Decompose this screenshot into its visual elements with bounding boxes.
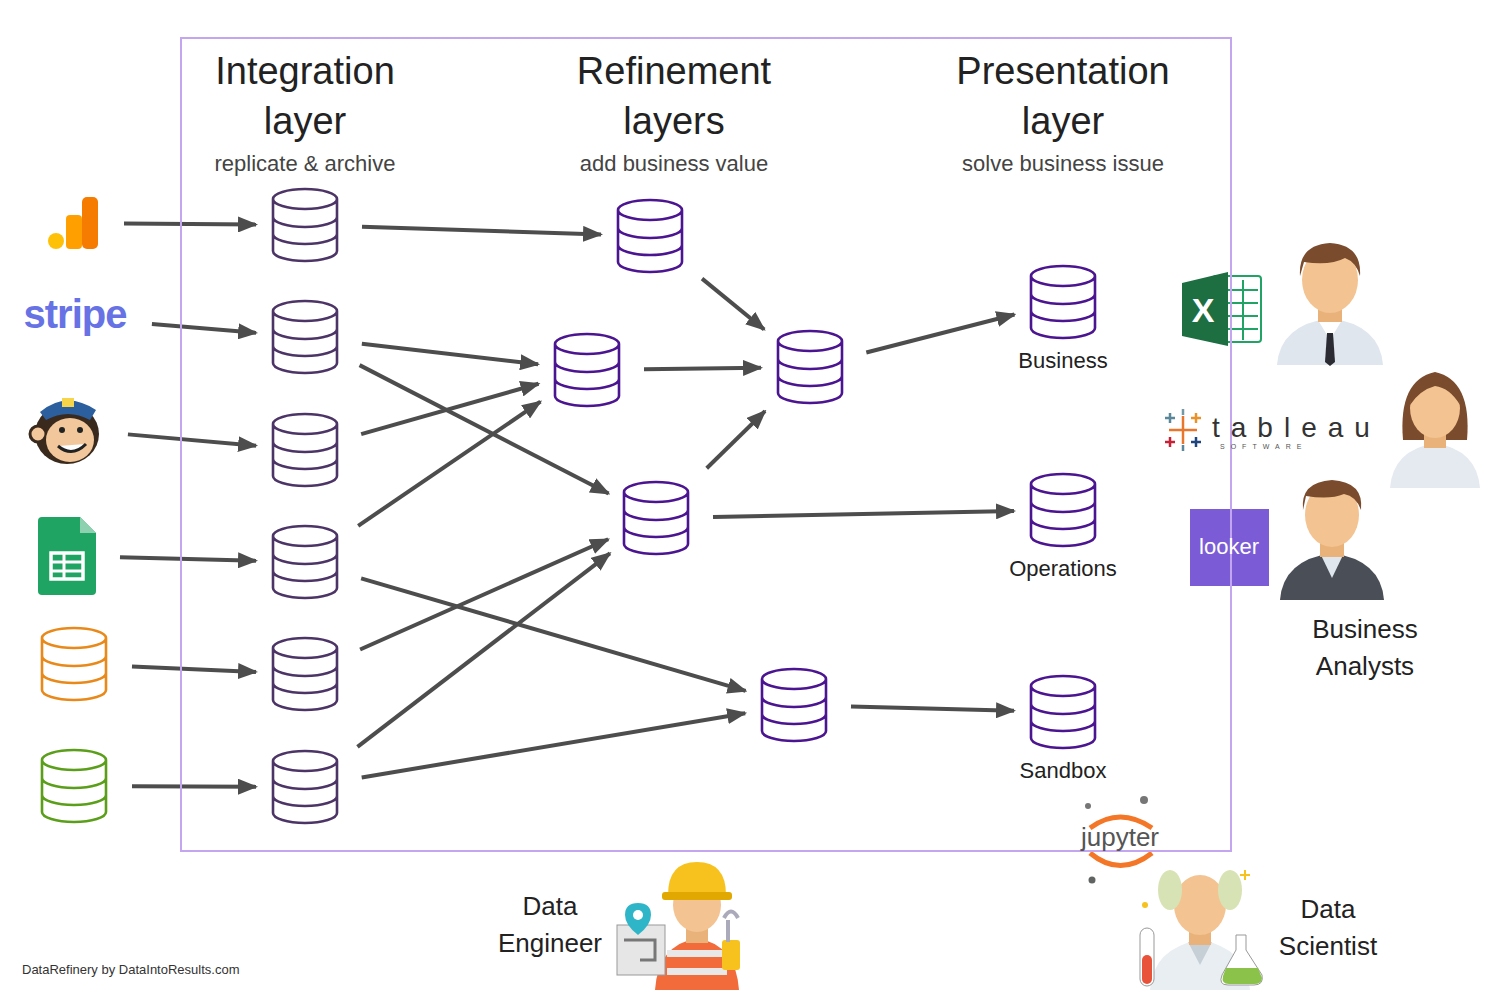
database-cylinder (552, 332, 622, 408)
database-node (759, 667, 829, 743)
flow-arrow (152, 324, 256, 333)
database-cylinder (270, 524, 340, 600)
role-label: Business Analysts (1300, 611, 1430, 685)
layer-subheading: add business value (544, 150, 804, 178)
analyst-woman (1390, 372, 1480, 488)
database-node (270, 749, 340, 825)
database-cylinder (759, 667, 829, 743)
flow-arrow (132, 667, 256, 672)
database-cylinder (38, 748, 110, 824)
database-node (615, 198, 685, 274)
source-icon (28, 390, 106, 468)
tableau-wordmark: tableau (1212, 412, 1381, 444)
layer-subheading: solve business issue (933, 150, 1193, 178)
flow-arrow (358, 402, 540, 526)
database-cylinder (38, 626, 110, 702)
looker-wordmark: looker (1191, 534, 1267, 560)
excel-icon (1182, 272, 1261, 346)
database-node (38, 748, 110, 824)
database-node (775, 329, 845, 405)
database-node (270, 524, 340, 600)
sheets-icon (38, 517, 98, 595)
flow-arrow (644, 368, 761, 370)
stripe-logo: stripe (20, 290, 130, 345)
role-label: Data Engineer (495, 888, 605, 962)
flow-arrow (362, 344, 538, 365)
database-cylinder (1028, 264, 1098, 340)
flow-arrow (866, 314, 1014, 352)
flow-arrow (120, 557, 256, 560)
flow-arrow (124, 223, 256, 224)
node-caption: Operations (1009, 556, 1117, 582)
database-node (270, 412, 340, 488)
database-cylinder (621, 480, 691, 556)
database-cylinder (270, 187, 340, 263)
layer-heading: Refinement layers (559, 46, 789, 146)
jupyter-wordmark: jupyter (1065, 822, 1175, 853)
database-node (38, 626, 110, 702)
flow-arrow (132, 784, 256, 789)
layer-heading: Presentation layer (943, 46, 1183, 146)
flow-arrow (707, 411, 765, 468)
database-node (621, 480, 691, 556)
excel-letter: X (1183, 291, 1223, 330)
flow-arrow (361, 384, 538, 434)
flow-arrow (702, 279, 764, 330)
source-icon (38, 517, 98, 595)
flow-arrow (128, 434, 256, 445)
database-node: Sandbox (1028, 674, 1098, 750)
flow-arrow (362, 713, 745, 777)
logo-text: stripe (20, 292, 130, 337)
tableau-subtext: SOFTWARE (1220, 443, 1307, 450)
database-cylinder (775, 329, 845, 405)
layer-heading: Integration layer (190, 46, 420, 146)
node-caption: Business (1018, 348, 1107, 374)
tableau-logo (1165, 409, 1201, 451)
database-cylinder (270, 636, 340, 712)
database-cylinder (270, 412, 340, 488)
source-icon (46, 195, 102, 251)
database-node (270, 187, 340, 263)
role-label: Data Scientist (1273, 891, 1383, 965)
flow-arrow (362, 227, 601, 235)
layer-subheading: replicate & archive (175, 150, 435, 178)
database-node (270, 636, 340, 712)
database-node: Operations (1028, 472, 1098, 548)
node-caption: Sandbox (1020, 758, 1107, 784)
database-cylinder (270, 749, 340, 825)
database-cylinder (270, 299, 340, 375)
pipeline-frame: Integration layerreplicate & archiveRefi… (180, 37, 1232, 852)
flow-arrow (851, 706, 1014, 710)
flow-arrow (713, 511, 1014, 517)
database-node: Business (1028, 264, 1098, 340)
flow-arrow (357, 553, 609, 746)
analyst-man-1 (1277, 243, 1383, 366)
data-engineer-figure (617, 862, 740, 990)
database-cylinder (1028, 472, 1098, 548)
flow-arrow (360, 539, 608, 649)
database-node (552, 332, 622, 408)
analyst-man-2 (1280, 480, 1384, 600)
analytics-icon (46, 195, 102, 251)
mailchimp-icon (28, 390, 106, 468)
database-cylinder (1028, 674, 1098, 750)
footer-credit: DataRefinery by DataIntoResults.com (22, 962, 239, 977)
database-node (270, 299, 340, 375)
looker-logo (1190, 509, 1269, 586)
data-scientist-figure (1140, 870, 1262, 990)
database-cylinder (615, 198, 685, 274)
